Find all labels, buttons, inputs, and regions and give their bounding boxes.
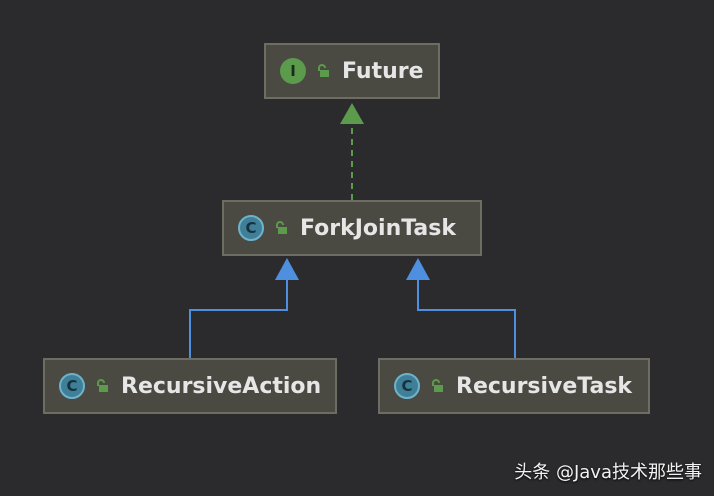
arrowhead-forkjointask-left xyxy=(275,258,299,280)
node-forkjointask[interactable]: C ForkJoinTask xyxy=(222,200,482,256)
node-recursiveaction[interactable]: C RecursiveAction xyxy=(43,358,337,414)
node-future[interactable]: I Future xyxy=(264,43,440,99)
interface-icon: I xyxy=(280,58,306,84)
class-icon: C xyxy=(394,373,420,399)
edge-recursivetask-extends-forkjointask xyxy=(417,280,516,358)
node-label: Future xyxy=(342,58,424,84)
node-label: ForkJoinTask xyxy=(300,215,456,241)
class-icon: C xyxy=(59,373,85,399)
watermark: 头条 @Java技术那些事 xyxy=(514,462,702,483)
node-recursivetask[interactable]: C RecursiveTask xyxy=(378,358,650,414)
lock-open-icon xyxy=(274,221,288,235)
lock-open-icon xyxy=(430,379,444,393)
class-icon: C xyxy=(238,215,264,241)
node-label: RecursiveTask xyxy=(456,373,633,399)
node-label: RecursiveAction xyxy=(121,373,322,399)
lock-open-icon xyxy=(95,379,109,393)
arrowhead-forkjointask-right xyxy=(406,258,430,280)
lock-open-icon xyxy=(316,64,330,78)
edge-recursiveaction-extends-forkjointask xyxy=(189,280,288,358)
arrowhead-future xyxy=(340,103,364,124)
